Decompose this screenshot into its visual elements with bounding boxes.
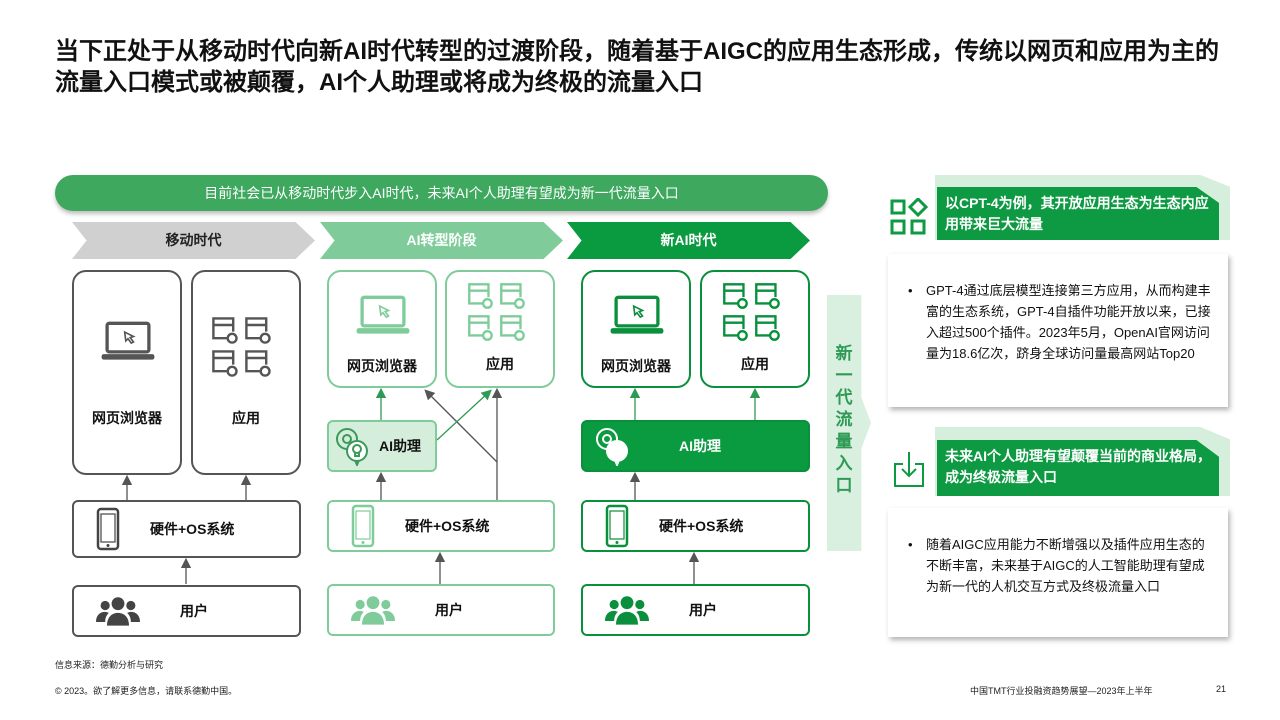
browser-box-mobile: 网页浏览器	[72, 270, 182, 475]
ai-assistant-box-new-ai: AI助理	[581, 420, 810, 472]
users-box-transition: 用户	[327, 584, 555, 636]
apps-grid-icon	[890, 198, 929, 235]
flow-arrows	[121, 387, 761, 584]
users-label: 用户	[180, 603, 208, 619]
copyright: © 2023。欲了解更多信息，请联系德勤中国。	[55, 686, 238, 696]
stage-mobile: 移动时代	[72, 222, 315, 259]
browser-box-transition: 网页浏览器	[327, 270, 437, 388]
panel-1-header: 以CPT-4为例，其开放应用生态为生态内应用带来巨大流量	[937, 187, 1219, 240]
panel-1-card: GPT-4通过底层模型连接第三方应用，从而构建丰富的生态系统，GPT-4自插件功…	[888, 254, 1228, 407]
hardware-label: 硬件+OS系统	[405, 518, 490, 534]
hardware-box-mobile: 硬件+OS系统	[72, 500, 301, 558]
users-box-new-ai: 用户	[581, 584, 810, 636]
report-title: 中国TMT行业投融资趋势展望—2023年上半年	[970, 686, 1153, 696]
app-box-mobile: 应用	[191, 270, 301, 475]
assistant-label: AI助理	[379, 438, 421, 454]
app-label: 应用	[486, 356, 514, 372]
page-number: 21	[1216, 684, 1227, 694]
source-note: 信息来源：德勤分析与研究	[55, 660, 164, 670]
browser-box-new-ai: 网页浏览器	[581, 270, 691, 388]
hardware-box-new-ai: 硬件+OS系统	[581, 500, 810, 552]
app-label: 应用	[232, 409, 260, 426]
hardware-label: 硬件+OS系统	[659, 518, 744, 534]
banner: 目前社会已从移动时代步入AI时代，未来AI个人助理有望成为新一代流量入口	[55, 175, 828, 211]
panel-2-header: 未来AI个人助理有望颠覆当前的商业格局，成为终极流量入口	[937, 440, 1219, 496]
panel-2-card: 随着AIGC应用能力不断增强以及插件应用生态的不断丰富，未来基于AIGC的人工智…	[888, 508, 1228, 637]
app-box-new-ai: 应用	[700, 270, 810, 388]
panel-1-bullet: GPT-4通过底层模型连接第三方应用，从而构建丰富的生态系统，GPT-4自插件功…	[908, 280, 1212, 364]
browser-label: 网页浏览器	[601, 358, 671, 374]
ai-assistant-box-transition: AI助理	[327, 420, 437, 472]
app-label: 应用	[741, 356, 769, 372]
assistant-label: AI助理	[679, 438, 721, 454]
stage-new-ai: 新AI时代	[567, 222, 810, 259]
browser-label: 网页浏览器	[347, 358, 417, 374]
users-label: 用户	[689, 602, 717, 618]
users-box-mobile: 用户	[72, 585, 301, 637]
hardware-label: 硬件+OS系统	[150, 521, 235, 537]
panel-2-bullet: 随着AIGC应用能力不断增强以及插件应用生态的不断丰富，未来基于AIGC的人工智…	[908, 534, 1212, 597]
next-gen-label: 新一代流量入口	[835, 344, 853, 495]
hardware-box-transition: 硬件+OS系统	[327, 500, 555, 552]
browser-label: 网页浏览器	[92, 409, 162, 426]
download-icon	[894, 452, 924, 487]
page-title: 当下正处于从移动时代向新AI时代转型的过渡阶段，随着基于AIGC的应用生态形成，…	[55, 38, 1219, 96]
stage-ai-transition: AI转型阶段	[320, 222, 563, 259]
users-label: 用户	[435, 602, 463, 618]
app-box-transition: 应用	[445, 270, 555, 388]
